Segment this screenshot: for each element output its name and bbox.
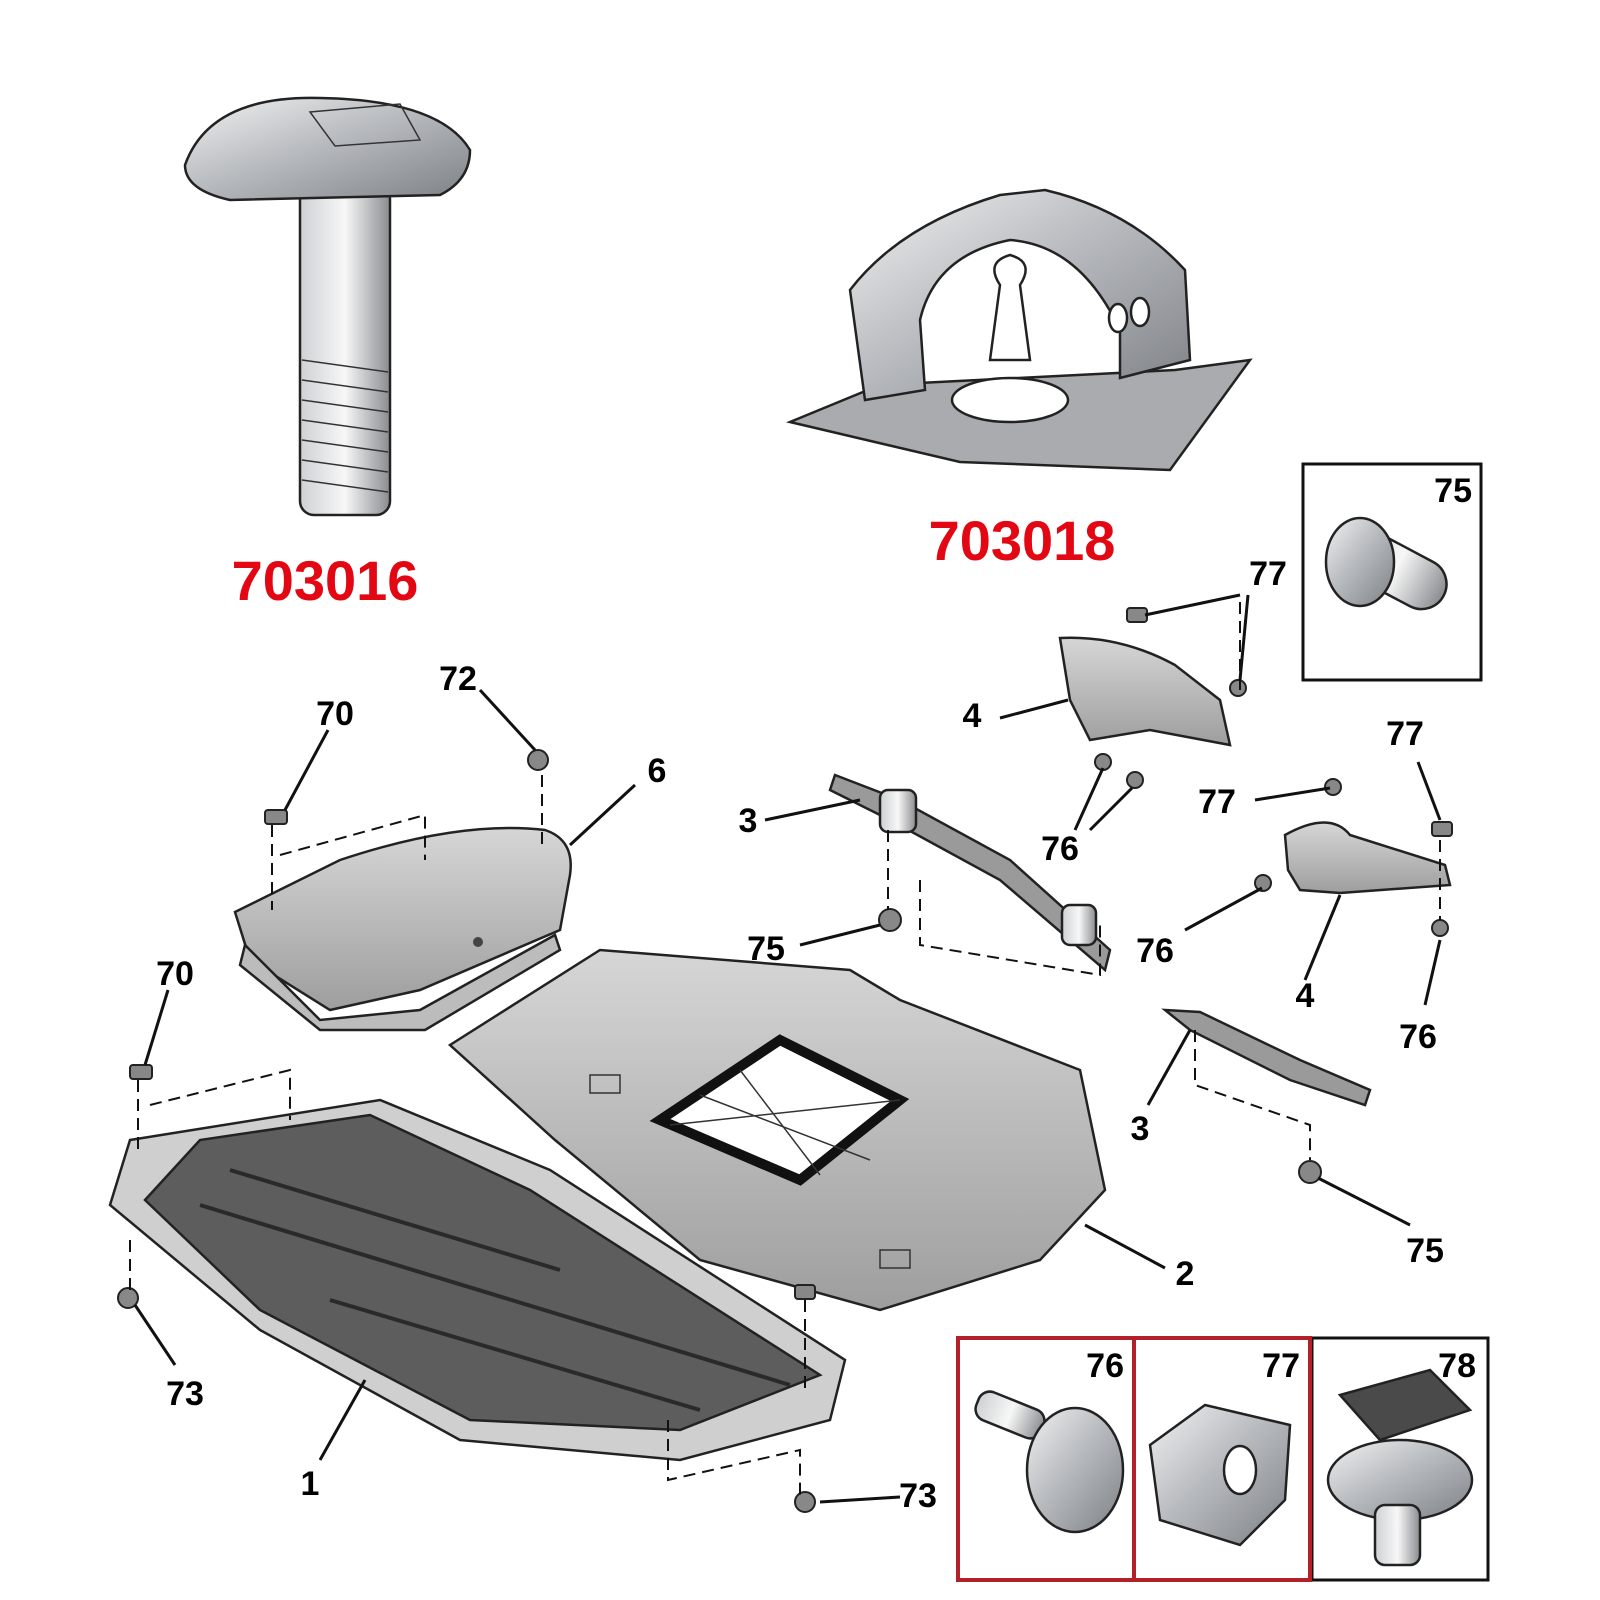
callout-77-middle: 77	[1198, 783, 1236, 821]
push-clip-icon	[1326, 1368, 1474, 1567]
part-3-bracket-upper	[828, 773, 1112, 973]
part-4-shield-lower	[1283, 821, 1452, 895]
callout-4-upper: 4	[963, 697, 982, 735]
callout-1: 1	[301, 1465, 320, 1503]
inset-row: 76 77 78	[956, 1336, 1490, 1582]
inset-75: 75	[1301, 462, 1483, 682]
callout-76-upper: 76	[1041, 830, 1079, 868]
callout-76-middle: 76	[1136, 932, 1174, 970]
callout-77-top: 77	[1249, 555, 1287, 593]
callout-72: 72	[439, 660, 477, 698]
inset-76-number: 76	[1086, 1347, 1124, 1385]
part-4-shield-upper	[1058, 636, 1232, 747]
assembly-dashes	[129, 600, 1441, 1500]
callout-2: 2	[1176, 1255, 1195, 1293]
callout-76-right: 76	[1399, 1018, 1437, 1056]
callout-6: 6	[648, 752, 667, 790]
part-6-shield	[233, 826, 572, 1032]
leader-lines	[133, 593, 1442, 1504]
callout-73-right: 73	[899, 1477, 937, 1515]
inset-77-number: 77	[1262, 1347, 1300, 1385]
part-3-bracket-lower	[1161, 1008, 1372, 1107]
callout-70-upper: 70	[316, 695, 354, 733]
inset-78-number: 78	[1438, 1347, 1476, 1385]
clip-icon	[1148, 1403, 1292, 1547]
callout-75-lower: 75	[1406, 1232, 1444, 1270]
push-rivet-icon	[1324, 516, 1396, 608]
callout-73-left: 73	[166, 1375, 204, 1413]
screw-photo	[183, 96, 472, 517]
part-2-plate	[447, 948, 1107, 1312]
callout-3-upper: 3	[739, 802, 758, 840]
part-code-703018: 703018	[929, 509, 1116, 572]
callout-3-lower: 3	[1131, 1110, 1150, 1148]
clip-photo	[785, 188, 1253, 472]
part-code-703016: 703016	[232, 549, 419, 612]
inset-75-number: 75	[1434, 472, 1472, 510]
callout-70-lower: 70	[156, 955, 194, 993]
screw-icon	[974, 1390, 1125, 1534]
part-1-shield	[108, 1098, 847, 1462]
callout-4-lower: 4	[1296, 977, 1315, 1015]
callout-77-right: 77	[1386, 715, 1424, 753]
fasteners	[117, 607, 1453, 1513]
callout-75-center: 75	[747, 930, 785, 968]
